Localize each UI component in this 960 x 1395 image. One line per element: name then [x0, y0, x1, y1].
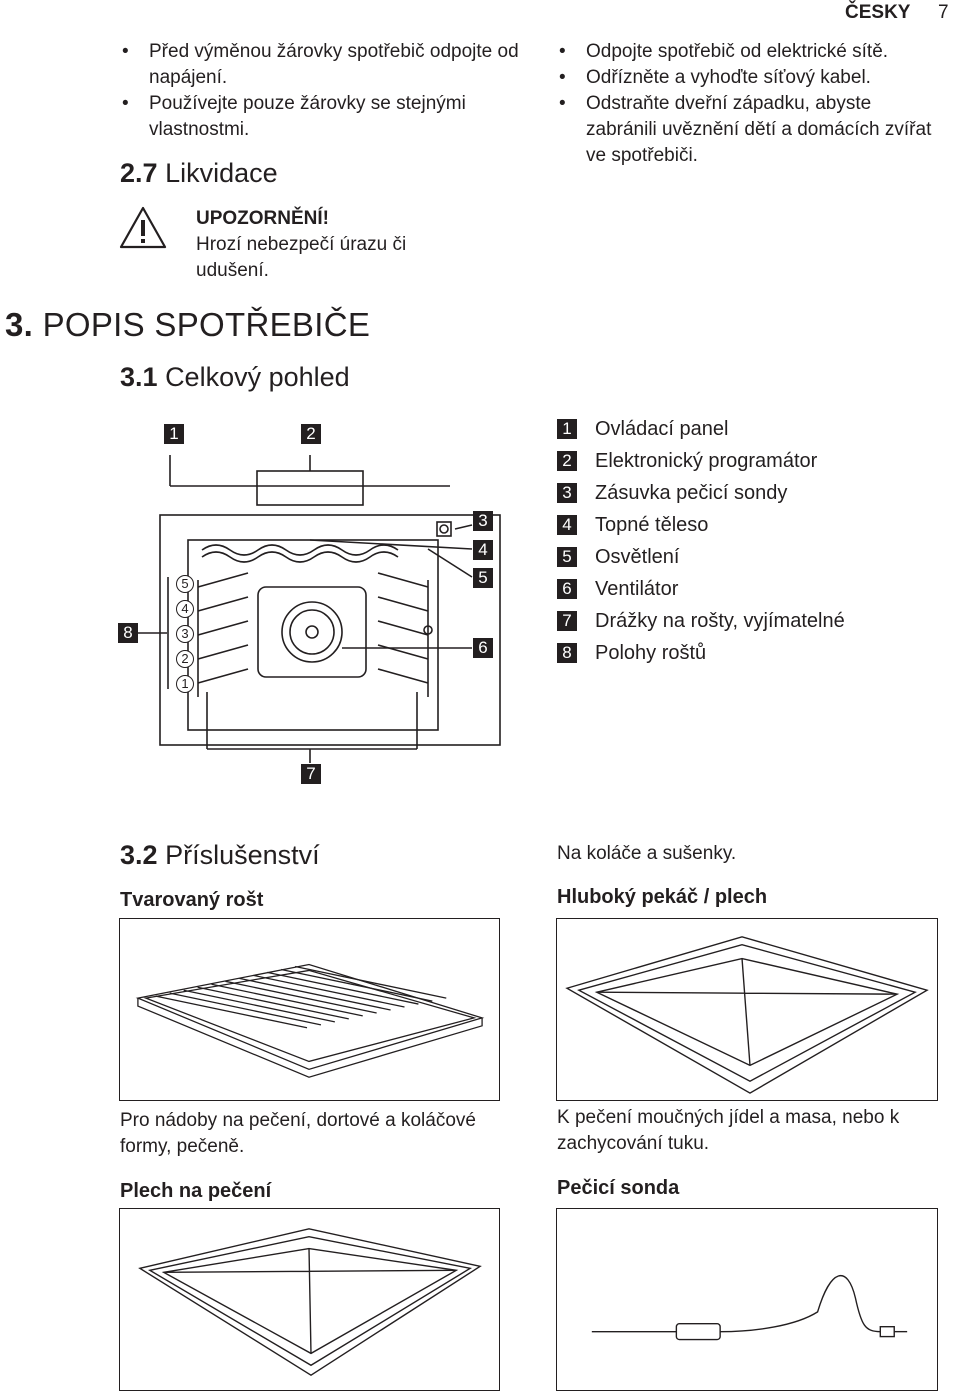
disposal-title: Likvidace: [165, 158, 278, 188]
warning-triangle-icon: [118, 205, 168, 251]
overview-title: Celkový pohled: [165, 362, 350, 392]
diagram-label-5: 5: [473, 568, 493, 588]
language-label: ČESKY: [845, 2, 911, 23]
warning-text: Hrozí nebezpečí úrazu či udušení.: [196, 234, 407, 281]
disposal-heading: 2.7 Likvidace: [120, 158, 278, 189]
shelf-position-5: 5: [176, 575, 194, 593]
baking-tray-desc: Na koláče a sušenky.: [557, 843, 737, 864]
deep-pan-desc: K pečení moučných jídel a masa, nebo k z…: [557, 1107, 900, 1154]
overview-number: 3.1: [120, 362, 158, 392]
legend-label: Topné těleso: [595, 514, 709, 536]
diagram-label-2: 2: [301, 424, 321, 444]
accessories-number: 3.2: [120, 840, 158, 870]
list-item: Odstraňte dveřní západku, abyste zabráni…: [557, 91, 947, 169]
shelf-position-1: 1: [176, 675, 194, 693]
section-number: 3.: [5, 306, 34, 343]
overview-heading: 3.1 Celkový pohled: [120, 362, 350, 393]
legend-label: Polohy roštů: [595, 642, 707, 664]
accessories-heading: 3.2 Příslušenství: [120, 840, 320, 871]
diagram-label-3: 3: [473, 511, 493, 531]
diagram-label-8: 8: [118, 623, 138, 643]
list-item: Odřízněte a vyhoďte síťový kabel.: [557, 65, 947, 91]
warning-title: UPOZORNĚNÍ!: [196, 208, 329, 229]
deep-pan-title: Hluboký pekáč / plech: [557, 886, 768, 908]
legend-number: 5: [557, 547, 577, 567]
right-bullet-list: Odpojte spotřebič od elektrické sítě. Od…: [557, 39, 947, 169]
legend-number: 2: [557, 451, 577, 471]
meat-probe-image: [556, 1208, 938, 1391]
legend-label: Ovládací panel: [595, 418, 729, 440]
legend-number: 7: [557, 611, 577, 631]
legend-number: 1: [557, 419, 577, 439]
oven-diagram: [110, 415, 510, 800]
diagram-label-7: 7: [301, 764, 321, 784]
shelf-position-2: 2: [176, 650, 194, 668]
list-item: Odpojte spotřebič od elektrické sítě.: [557, 39, 947, 65]
accessories-title: Příslušenství: [165, 840, 320, 870]
section-title: POPIS SPOTŘEBIČE: [42, 306, 371, 343]
shelf-position-4: 4: [176, 600, 194, 618]
diagram-label-1: 1: [164, 424, 184, 444]
legend-label: Zásuvka pečicí sondy: [595, 482, 788, 504]
legend-label: Elektronický programátor: [595, 450, 818, 472]
list-item: Používejte pouze žárovky se stejnými vla…: [120, 91, 520, 143]
diagram-label-6: 6: [473, 638, 493, 658]
meat-probe-title: Pečicí sonda: [557, 1177, 680, 1199]
diagram-label-4: 4: [473, 540, 493, 560]
section-heading: 3. POPIS SPOTŘEBIČE: [5, 306, 370, 344]
legend-number: 3: [557, 483, 577, 503]
legend-label: Ventilátor: [595, 578, 679, 600]
legend-number: 8: [557, 643, 577, 663]
shelf-position-3: 3: [176, 625, 194, 643]
wire-shelf-image: [119, 918, 500, 1101]
legend-label: Osvětlení: [595, 546, 680, 568]
baking-tray-title: Plech na pečení: [120, 1180, 272, 1202]
legend-label: Drážky na rošty, vyjímatelné: [595, 610, 845, 632]
disposal-number: 2.7: [120, 158, 158, 188]
oven-drawing: [138, 455, 501, 763]
legend-number: 4: [557, 515, 577, 535]
list-item: Před výměnou žárovky spotřebič odpojte o…: [120, 39, 520, 91]
baking-tray-image: [119, 1208, 500, 1391]
left-bullet-list: Před výměnou žárovky spotřebič odpojte o…: [120, 39, 520, 143]
legend-number: 6: [557, 579, 577, 599]
wire-shelf-title: Tvarovaný rošt: [120, 889, 264, 911]
page-number: 7: [938, 2, 949, 23]
wire-shelf-desc: Pro nádoby na pečení, dortové a koláčové…: [120, 1110, 476, 1157]
deep-pan-image: [556, 918, 938, 1101]
